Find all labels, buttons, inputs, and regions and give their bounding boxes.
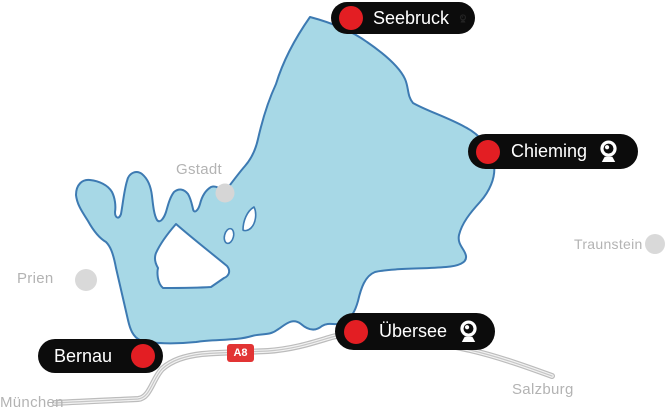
- marker-bernau[interactable]: Bernau: [38, 339, 163, 373]
- prien-label: Prien: [17, 270, 54, 287]
- prien-dot: [75, 269, 97, 291]
- seebruck-marker-dot: [339, 6, 363, 30]
- gstadt-label: Gstadt: [176, 161, 222, 178]
- gstadt-dot: [215, 183, 235, 203]
- marker-chieming[interactable]: Chieming: [468, 134, 638, 169]
- traunstein-dot: [645, 234, 665, 254]
- island-krautinsel: [242, 206, 257, 232]
- webcam-icon: [460, 320, 477, 342]
- salzburg-label: Salzburg: [512, 381, 574, 398]
- uebersee-marker-dot: [344, 319, 368, 344]
- webcam-icon: [600, 140, 617, 162]
- traunstein-label: Traunstein: [574, 236, 643, 252]
- chieming-label: Chieming: [511, 141, 588, 161]
- chieming-marker-dot: [476, 139, 500, 164]
- bernau-label: Bernau: [54, 345, 113, 366]
- marker-uebersee[interactable]: Übersee: [335, 313, 495, 350]
- a8-road-badge: A8: [227, 344, 254, 362]
- bernau-marker-dot: [131, 344, 155, 368]
- seebruck-label: Seebruck: [373, 7, 450, 28]
- marker-seebruck[interactable]: Seebruck: [331, 2, 475, 34]
- lake-chiemsee: [75, 16, 496, 345]
- island-small: [223, 227, 235, 245]
- webcam-icon-dim: [459, 13, 467, 22]
- island-herreninsel: [153, 223, 231, 289]
- muenchen-label: München: [0, 394, 64, 409]
- uebersee-label: Übersee: [379, 321, 448, 341]
